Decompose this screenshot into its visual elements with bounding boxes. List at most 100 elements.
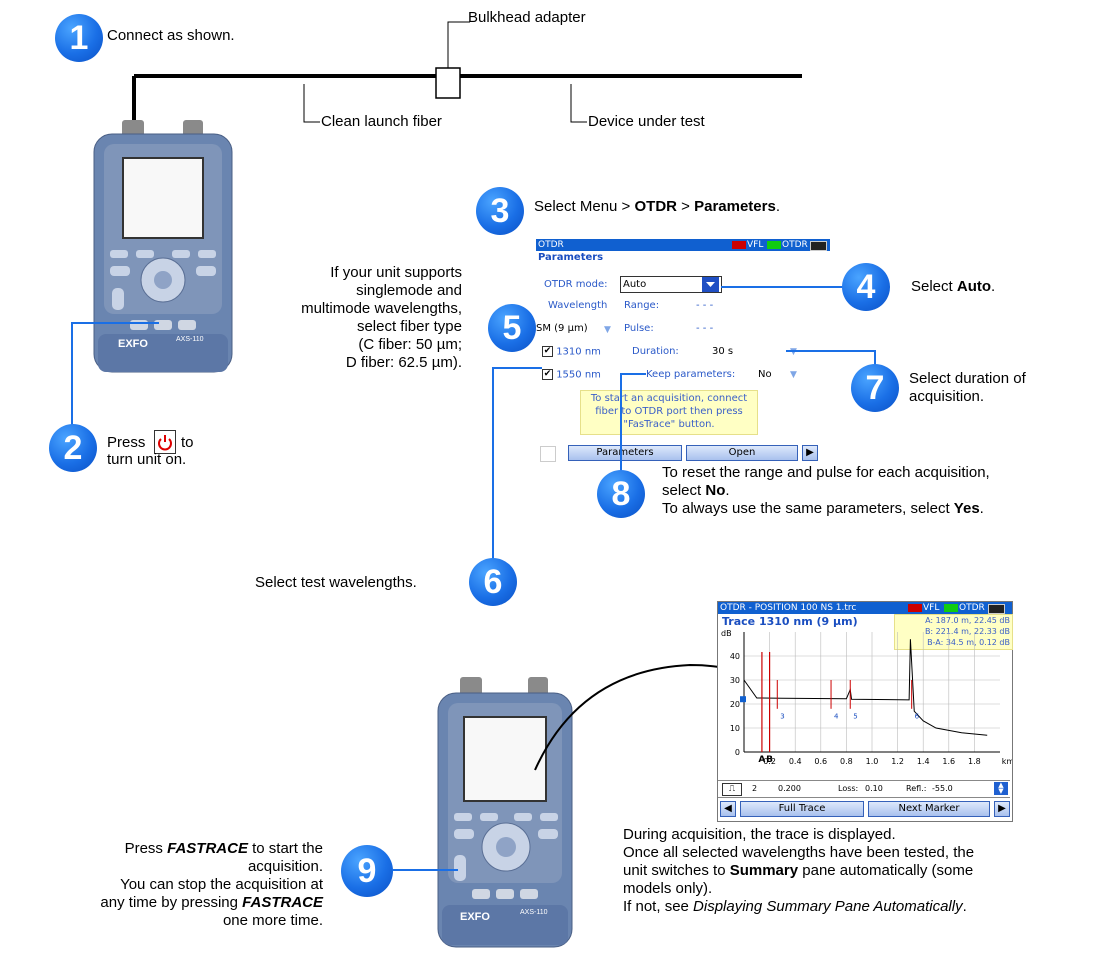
params-titlebar: OTDR VFL OTDR — [536, 239, 830, 251]
parameters-button[interactable]: Parameters — [568, 445, 682, 461]
full-trace-button[interactable]: Full Trace — [740, 801, 864, 817]
mode-select[interactable]: Auto — [620, 276, 722, 293]
fiber-type-select[interactable]: SM (9 µm) — [536, 323, 588, 334]
trace-battery-icon — [988, 604, 1005, 614]
step-2-leader — [71, 322, 73, 428]
step-9-text: Press FASTRACE to start the acquisition.… — [93, 840, 323, 930]
step-2-leader-h — [71, 322, 159, 324]
bulkhead-label: Bulkhead adapter — [468, 9, 586, 26]
row-val-0: 2 — [752, 784, 758, 793]
keep-dropdown-icon[interactable]: ▼ — [790, 370, 797, 380]
wavelength-label: Wavelength — [548, 300, 608, 311]
step-3-badge: 3 — [476, 187, 524, 235]
wl-1550-checkbox[interactable]: ✔ — [542, 369, 553, 380]
next-arrow-button[interactable]: ▶ — [802, 445, 818, 461]
marker-label: B — [766, 755, 773, 765]
blank-slot — [540, 446, 556, 462]
marker-b-readout: B: 221.4 m, 22.33 dB — [924, 627, 1010, 636]
step-7-line1: Select duration of — [909, 370, 1026, 387]
x-tick-label: 1.8 — [968, 757, 981, 766]
x-tick-label: 0.2 — [763, 757, 776, 766]
device-illustration-2 — [437, 677, 573, 948]
y-tick-label: 20 — [730, 700, 740, 709]
otdr-label: OTDR — [782, 240, 808, 250]
params-section: Parameters — [538, 252, 604, 263]
device-screen — [122, 157, 204, 239]
step-8-leader — [620, 373, 622, 473]
step-3-text: Select Menu > OTDR > Parameters. — [534, 198, 780, 215]
caption-line5: If not, see Displaying Summary Pane Auto… — [623, 898, 967, 915]
pulse-icon[interactable]: ⎍ — [722, 783, 742, 796]
step-8-badge: 8 — [597, 470, 645, 518]
x-tick-label: 0.4 — [789, 757, 802, 766]
wl-1550-row[interactable]: ✔ 1550 nm — [542, 369, 601, 381]
duration-value[interactable]: 30 s — [712, 346, 734, 357]
y-tick-label: 0 — [735, 748, 740, 757]
next-marker-button[interactable]: Next Marker — [868, 801, 990, 817]
caption-line2: Once all selected wavelengths have been … — [623, 844, 975, 861]
device-model-2: AXS-110 — [520, 909, 548, 916]
scroll-spinner[interactable]: ▲▼ — [994, 782, 1008, 795]
step-7-leader — [786, 350, 876, 352]
mode-dropdown-icon[interactable] — [702, 277, 719, 292]
fiber-dropdown-icon[interactable]: ▼ — [604, 325, 611, 335]
mode-value: Auto — [623, 279, 647, 290]
range-label: Range: — [624, 300, 660, 311]
trace-otdr-label: OTDR — [959, 603, 985, 613]
x-tick-label: 1.0 — [866, 757, 879, 766]
step-8-text: To reset the range and pulse for each ac… — [662, 464, 990, 518]
y-tick-label: 10 — [730, 724, 740, 733]
device-brand: EXFO — [118, 338, 148, 350]
open-button[interactable]: Open — [686, 445, 798, 461]
duration-label: Duration: — [632, 346, 679, 357]
duration-dropdown-icon[interactable]: ▼ — [790, 347, 797, 357]
step-6-text: Select test wavelengths. — [255, 574, 417, 591]
step-8-line3: To always use the same parameters, selec… — [662, 500, 984, 517]
trace-vfl-indicator — [908, 604, 922, 612]
otdr-device-top: EXFO AXS-110 — [88, 120, 238, 380]
row-val-4: Refl.: — [906, 784, 927, 793]
y-tick-label: 40 — [730, 652, 740, 661]
step-4-leader — [721, 286, 845, 288]
step-7-leader-v — [874, 350, 876, 370]
step-5-line: (C fiber: 50 µm; — [358, 336, 462, 353]
device-model: AXS-110 — [176, 336, 204, 343]
trace-next-button[interactable]: ▶ — [994, 801, 1010, 817]
vfl-indicator — [732, 241, 746, 249]
wl-1310-checkbox[interactable]: ✔ — [542, 346, 553, 357]
step-5-line: singlemode and — [356, 282, 462, 299]
range-value: - - - — [696, 300, 714, 311]
params-title: OTDR — [538, 240, 564, 250]
keep-params-value[interactable]: No — [758, 369, 772, 380]
step-6-badge: 6 — [469, 558, 517, 606]
fiber-diagram — [132, 21, 802, 126]
marker-ba-readout: B-A: 34.5 m, 0.12 dB — [927, 638, 1010, 647]
step-2-badge: 2 — [49, 424, 97, 472]
bulkhead-leader — [447, 21, 470, 68]
marker-label: A — [758, 755, 765, 765]
marker-readout: A: 187.0 m, 22.45 dB B: 221.4 m, 22.33 d… — [894, 614, 1013, 650]
step-1-badge: 1 — [55, 14, 103, 62]
trace-info-row: ⎍ 2 0.200 Loss: 0.10 Refl.: -55.0 ▲▼ — [718, 780, 1010, 798]
step-5-line: D fiber: 62.5 µm). — [345, 354, 462, 371]
step-9-line3: You can stop the acquisition at — [120, 876, 323, 893]
step-2-press: Press — [107, 434, 146, 451]
event-label: 3 — [780, 712, 784, 720]
step-9-badge: 9 — [341, 845, 393, 897]
trace-prev-button[interactable]: ◀ — [720, 801, 736, 817]
bulkhead-adapter-shape — [435, 67, 461, 99]
x-tick-label: 0.6 — [814, 757, 827, 766]
row-val-3: 0.10 — [865, 784, 883, 793]
event-label: 4 — [834, 712, 839, 720]
row-val-2: Loss: — [838, 784, 859, 793]
pulse-value: - - - — [696, 323, 714, 334]
mode-label: OTDR mode: — [544, 279, 608, 290]
step-9-leader — [392, 869, 458, 871]
device-illustration — [93, 120, 233, 373]
step-9-line5: one more time. — [222, 912, 323, 929]
fastrace-key — [454, 855, 466, 881]
trace-title: OTDR - POSITION 100 NS 1.trc — [720, 603, 857, 613]
step-5-line: select fiber type — [356, 318, 462, 335]
wl-1310-row[interactable]: ✔ 1310 nm — [542, 346, 601, 358]
